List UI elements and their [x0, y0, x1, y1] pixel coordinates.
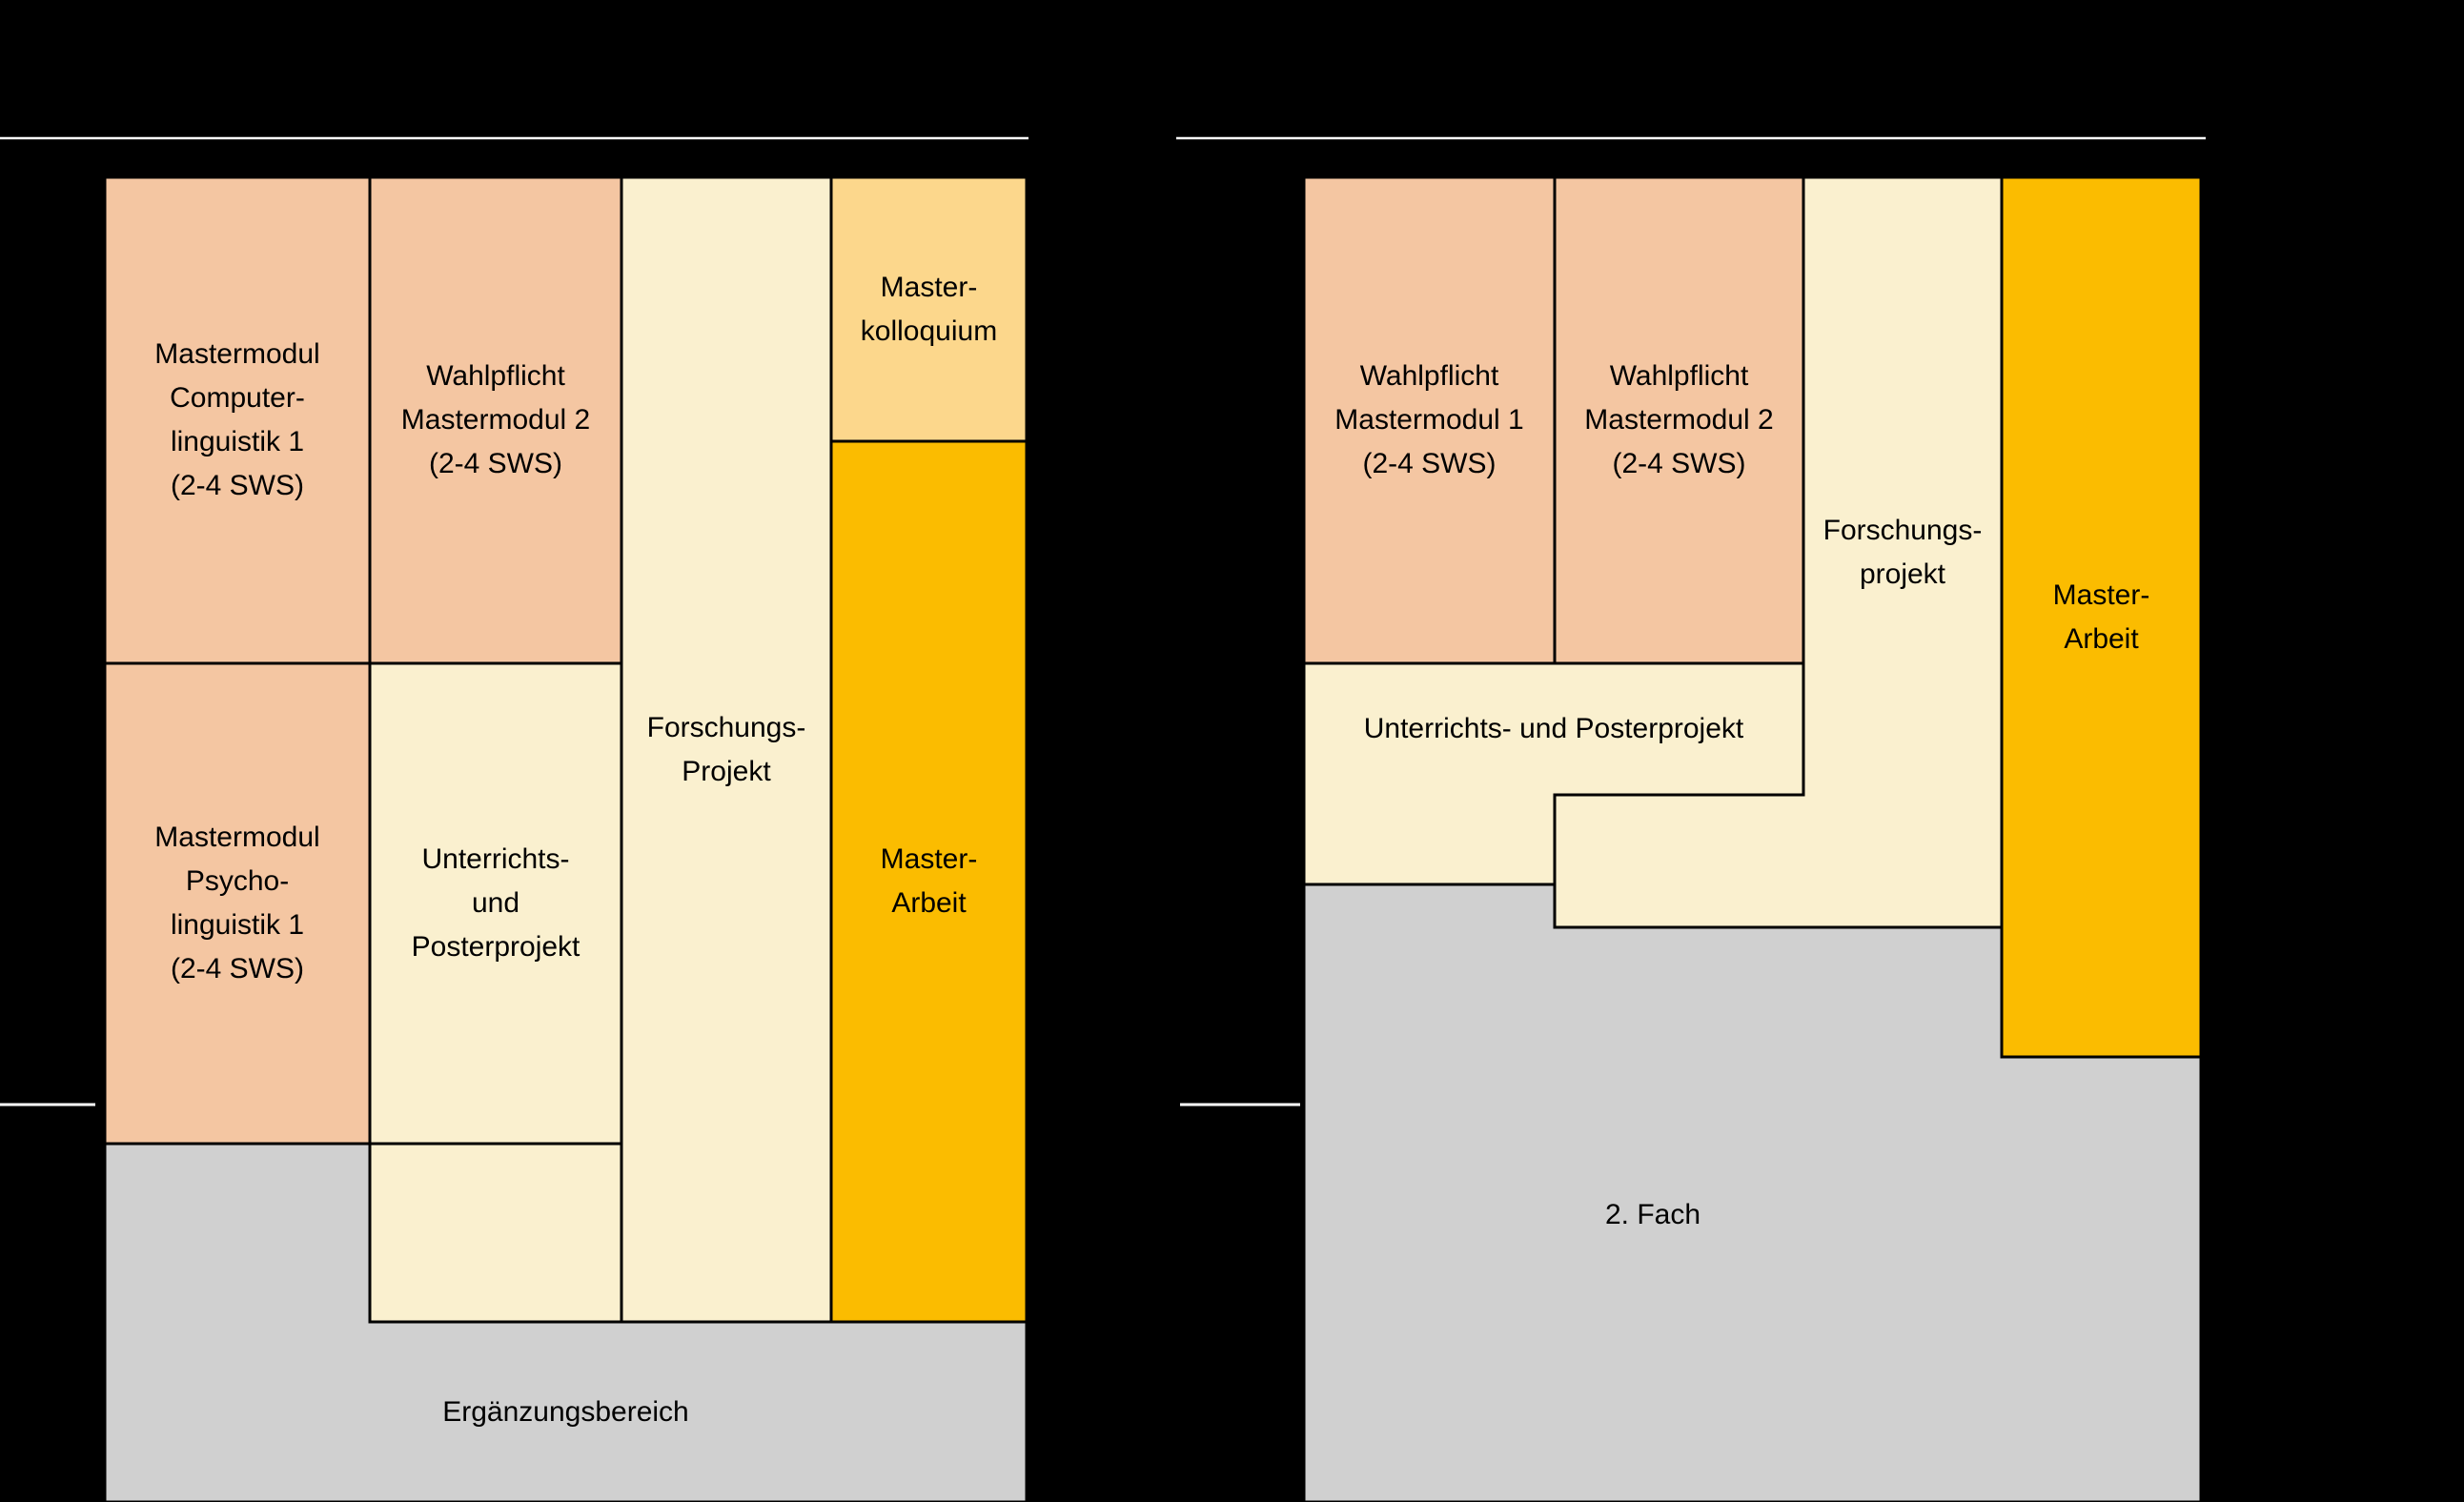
- left-master-arbeit-label: Master- Arbeit: [880, 843, 978, 919]
- right-wahlpflicht-mastermodul-2-shape: [1553, 175, 1805, 665]
- right-wahlpflicht-mastermodul-2-label: Wahlpflicht Mastermodul 2 (2-4 SWS): [1584, 360, 1774, 479]
- left-forschungs-projekt-shape: [620, 175, 833, 1324]
- left-forschungs-projekt-label: Forschungs- Projekt: [646, 711, 806, 787]
- left-mastermodul-computerlinguistik-shape: [103, 175, 372, 665]
- right-zweites-fach-label: 2. Fach: [1604, 1198, 1701, 1230]
- left-diagram-shapes: [0, 136, 1028, 1502]
- right-wahlpflicht-mastermodul-1-label: Wahlpflicht Mastermodul 1 (2-4 SWS): [1334, 360, 1524, 479]
- right-forschungsprojekt-label: Forschungs- projekt: [1823, 514, 1983, 590]
- left-mastermodul-psycholinguistik-label: Mastermodul Psycho- linguistik 1 (2-4 SW…: [154, 822, 320, 984]
- left-mastermodul-computerlinguistik-label: Mastermodul Computer- linguistik 1 (2-4 …: [154, 338, 320, 501]
- left-project-extension-shape: [368, 1142, 623, 1324]
- left-unterrichts-posterprojekt-label: Unterrichts- und Posterprojekt: [411, 843, 580, 963]
- left-mastermodul-psycholinguistik-shape: [103, 661, 372, 1146]
- left-master-arbeit-shape: [829, 439, 1028, 1324]
- right-master-arbeit-label: Master- Arbeit: [2052, 578, 2150, 655]
- left-wahlpflicht-mastermodul-2-label: Wahlpflicht Mastermodul 2 (2-4 SWS): [400, 360, 591, 479]
- left-wahlpflicht-mastermodul-2-shape: [368, 175, 623, 665]
- left-unterrichts-posterprojekt-shape: [368, 661, 623, 1146]
- right-unterrichts-posterprojekt-label: Unterrichts- und Posterprojekt: [1363, 713, 1744, 744]
- left-master-kolloquium-shape: [829, 175, 1028, 443]
- right-diagram-shapes: [1176, 136, 2206, 1502]
- right-master-arbeit-shape: [2000, 175, 2203, 1059]
- left-master-kolloquium-label: Master- kolloquium: [860, 271, 998, 347]
- left-ergaenzungsbereich-label: Ergänzungsbereich: [442, 1395, 689, 1428]
